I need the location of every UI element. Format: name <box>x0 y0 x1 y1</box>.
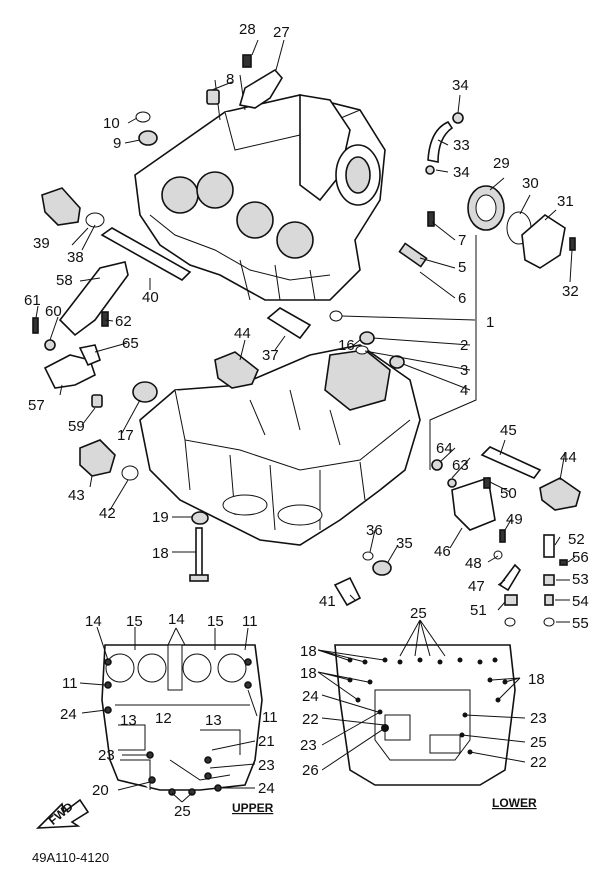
label-61: 61 <box>24 292 41 309</box>
label-5: 5 <box>458 259 466 276</box>
upper-label-24b: 24 <box>258 780 275 797</box>
label-16: 16 <box>338 337 355 354</box>
label-64: 64 <box>436 440 453 457</box>
label-29: 29 <box>493 155 510 172</box>
label-38: 38 <box>67 249 84 266</box>
lower-label-26: 26 <box>302 762 319 779</box>
label-31: 31 <box>557 193 574 210</box>
label-4: 4 <box>460 382 468 399</box>
upper-label-13a: 13 <box>120 712 137 729</box>
label-54: 54 <box>572 593 589 610</box>
upper-crankcase-drawing <box>134 74 386 301</box>
lower-crankcase-drawing <box>139 344 421 546</box>
label-35: 35 <box>396 535 413 552</box>
label-30: 30 <box>522 175 539 192</box>
part-number-labels: 28 27 8 10 9 34 33 34 29 30 31 32 39 38 … <box>24 21 589 632</box>
label-49: 49 <box>506 511 523 528</box>
label-40: 40 <box>142 289 159 306</box>
lower-label-22a: 22 <box>302 711 319 728</box>
forward-arrow-icon <box>35 798 90 829</box>
upper-label-25: 25 <box>174 803 191 820</box>
upper-label-21: 21 <box>258 733 275 750</box>
label-42: 42 <box>99 505 116 522</box>
label-6: 6 <box>458 290 466 307</box>
label-59: 59 <box>68 418 85 435</box>
label-45: 45 <box>500 422 517 439</box>
label-65: 65 <box>122 335 139 352</box>
upper-label-23a: 23 <box>98 747 115 764</box>
upper-label-14b: 14 <box>168 611 185 628</box>
upper-label-12: 12 <box>155 710 172 727</box>
label-52: 52 <box>568 531 585 548</box>
label-9: 9 <box>113 135 121 152</box>
label-33: 33 <box>453 137 470 154</box>
label-17: 17 <box>117 427 134 444</box>
label-60: 60 <box>45 303 62 320</box>
label-43: 43 <box>68 487 85 504</box>
lower-label-22b: 22 <box>530 754 547 771</box>
label-62: 62 <box>115 313 132 330</box>
label-8: 8 <box>226 71 234 88</box>
label-58: 58 <box>56 272 73 289</box>
lower-label-18a: 18 <box>300 643 317 660</box>
label-46: 46 <box>434 543 451 560</box>
diagram-code: 49A110-4120 <box>32 850 109 865</box>
upper-label-15b: 15 <box>207 613 224 630</box>
leader-lines <box>35 39 576 623</box>
label-63: 63 <box>452 457 469 474</box>
upper-label-15a: 15 <box>126 613 143 630</box>
lower-label-23b: 23 <box>530 710 547 727</box>
upper-label-11a: 11 <box>242 613 258 630</box>
upper-label-14a: 14 <box>85 613 102 630</box>
lower-label-24: 24 <box>302 688 319 705</box>
upper-label-23b: 23 <box>258 757 275 774</box>
upper-case-bottom-view <box>79 626 263 803</box>
lower-label-25b: 25 <box>530 734 547 751</box>
lower-label-23a: 23 <box>300 737 317 754</box>
label-34-top: 34 <box>452 77 469 94</box>
label-7: 7 <box>458 232 466 249</box>
lower-case-bottom-view <box>317 619 526 786</box>
upper-label-11c: 11 <box>262 709 278 726</box>
label-47: 47 <box>468 578 485 595</box>
upper-caption: UPPER <box>232 801 274 815</box>
label-44-right: 44 <box>560 449 577 466</box>
label-27: 27 <box>273 24 290 41</box>
label-32: 32 <box>562 283 579 300</box>
upper-view-labels: 14 15 14 15 11 11 24 13 12 13 11 23 21 2… <box>60 611 278 820</box>
label-37: 37 <box>262 347 279 364</box>
label-51: 51 <box>470 602 487 619</box>
upper-label-20: 20 <box>92 782 109 799</box>
label-18-bolt: 18 <box>152 545 169 562</box>
label-53: 53 <box>572 571 589 588</box>
lower-label-18c: 18 <box>528 671 545 688</box>
label-41: 41 <box>319 593 336 610</box>
label-44-left: 44 <box>234 325 251 342</box>
label-50: 50 <box>500 485 517 502</box>
lower-caption: LOWER <box>492 796 537 810</box>
label-34-mid: 34 <box>453 164 470 181</box>
label-39: 39 <box>33 235 50 252</box>
label-36: 36 <box>366 522 383 539</box>
label-19: 19 <box>152 509 169 526</box>
lower-view-labels: 25 18 18 18 24 22 23 26 23 25 22 LOWER <box>300 605 547 810</box>
label-55: 55 <box>572 615 589 632</box>
label-10: 10 <box>103 115 120 132</box>
lower-label-25-top: 25 <box>410 605 427 622</box>
label-57: 57 <box>28 397 45 414</box>
label-2: 2 <box>460 337 468 354</box>
label-48: 48 <box>465 555 482 572</box>
upper-label-11b: 11 <box>62 675 78 692</box>
label-3: 3 <box>460 362 468 379</box>
label-28: 28 <box>239 21 256 38</box>
label-56: 56 <box>572 549 589 566</box>
label-1: 1 <box>486 314 494 331</box>
lower-label-18b: 18 <box>300 665 317 682</box>
upper-label-13b: 13 <box>205 712 222 729</box>
upper-label-24a: 24 <box>60 706 77 723</box>
